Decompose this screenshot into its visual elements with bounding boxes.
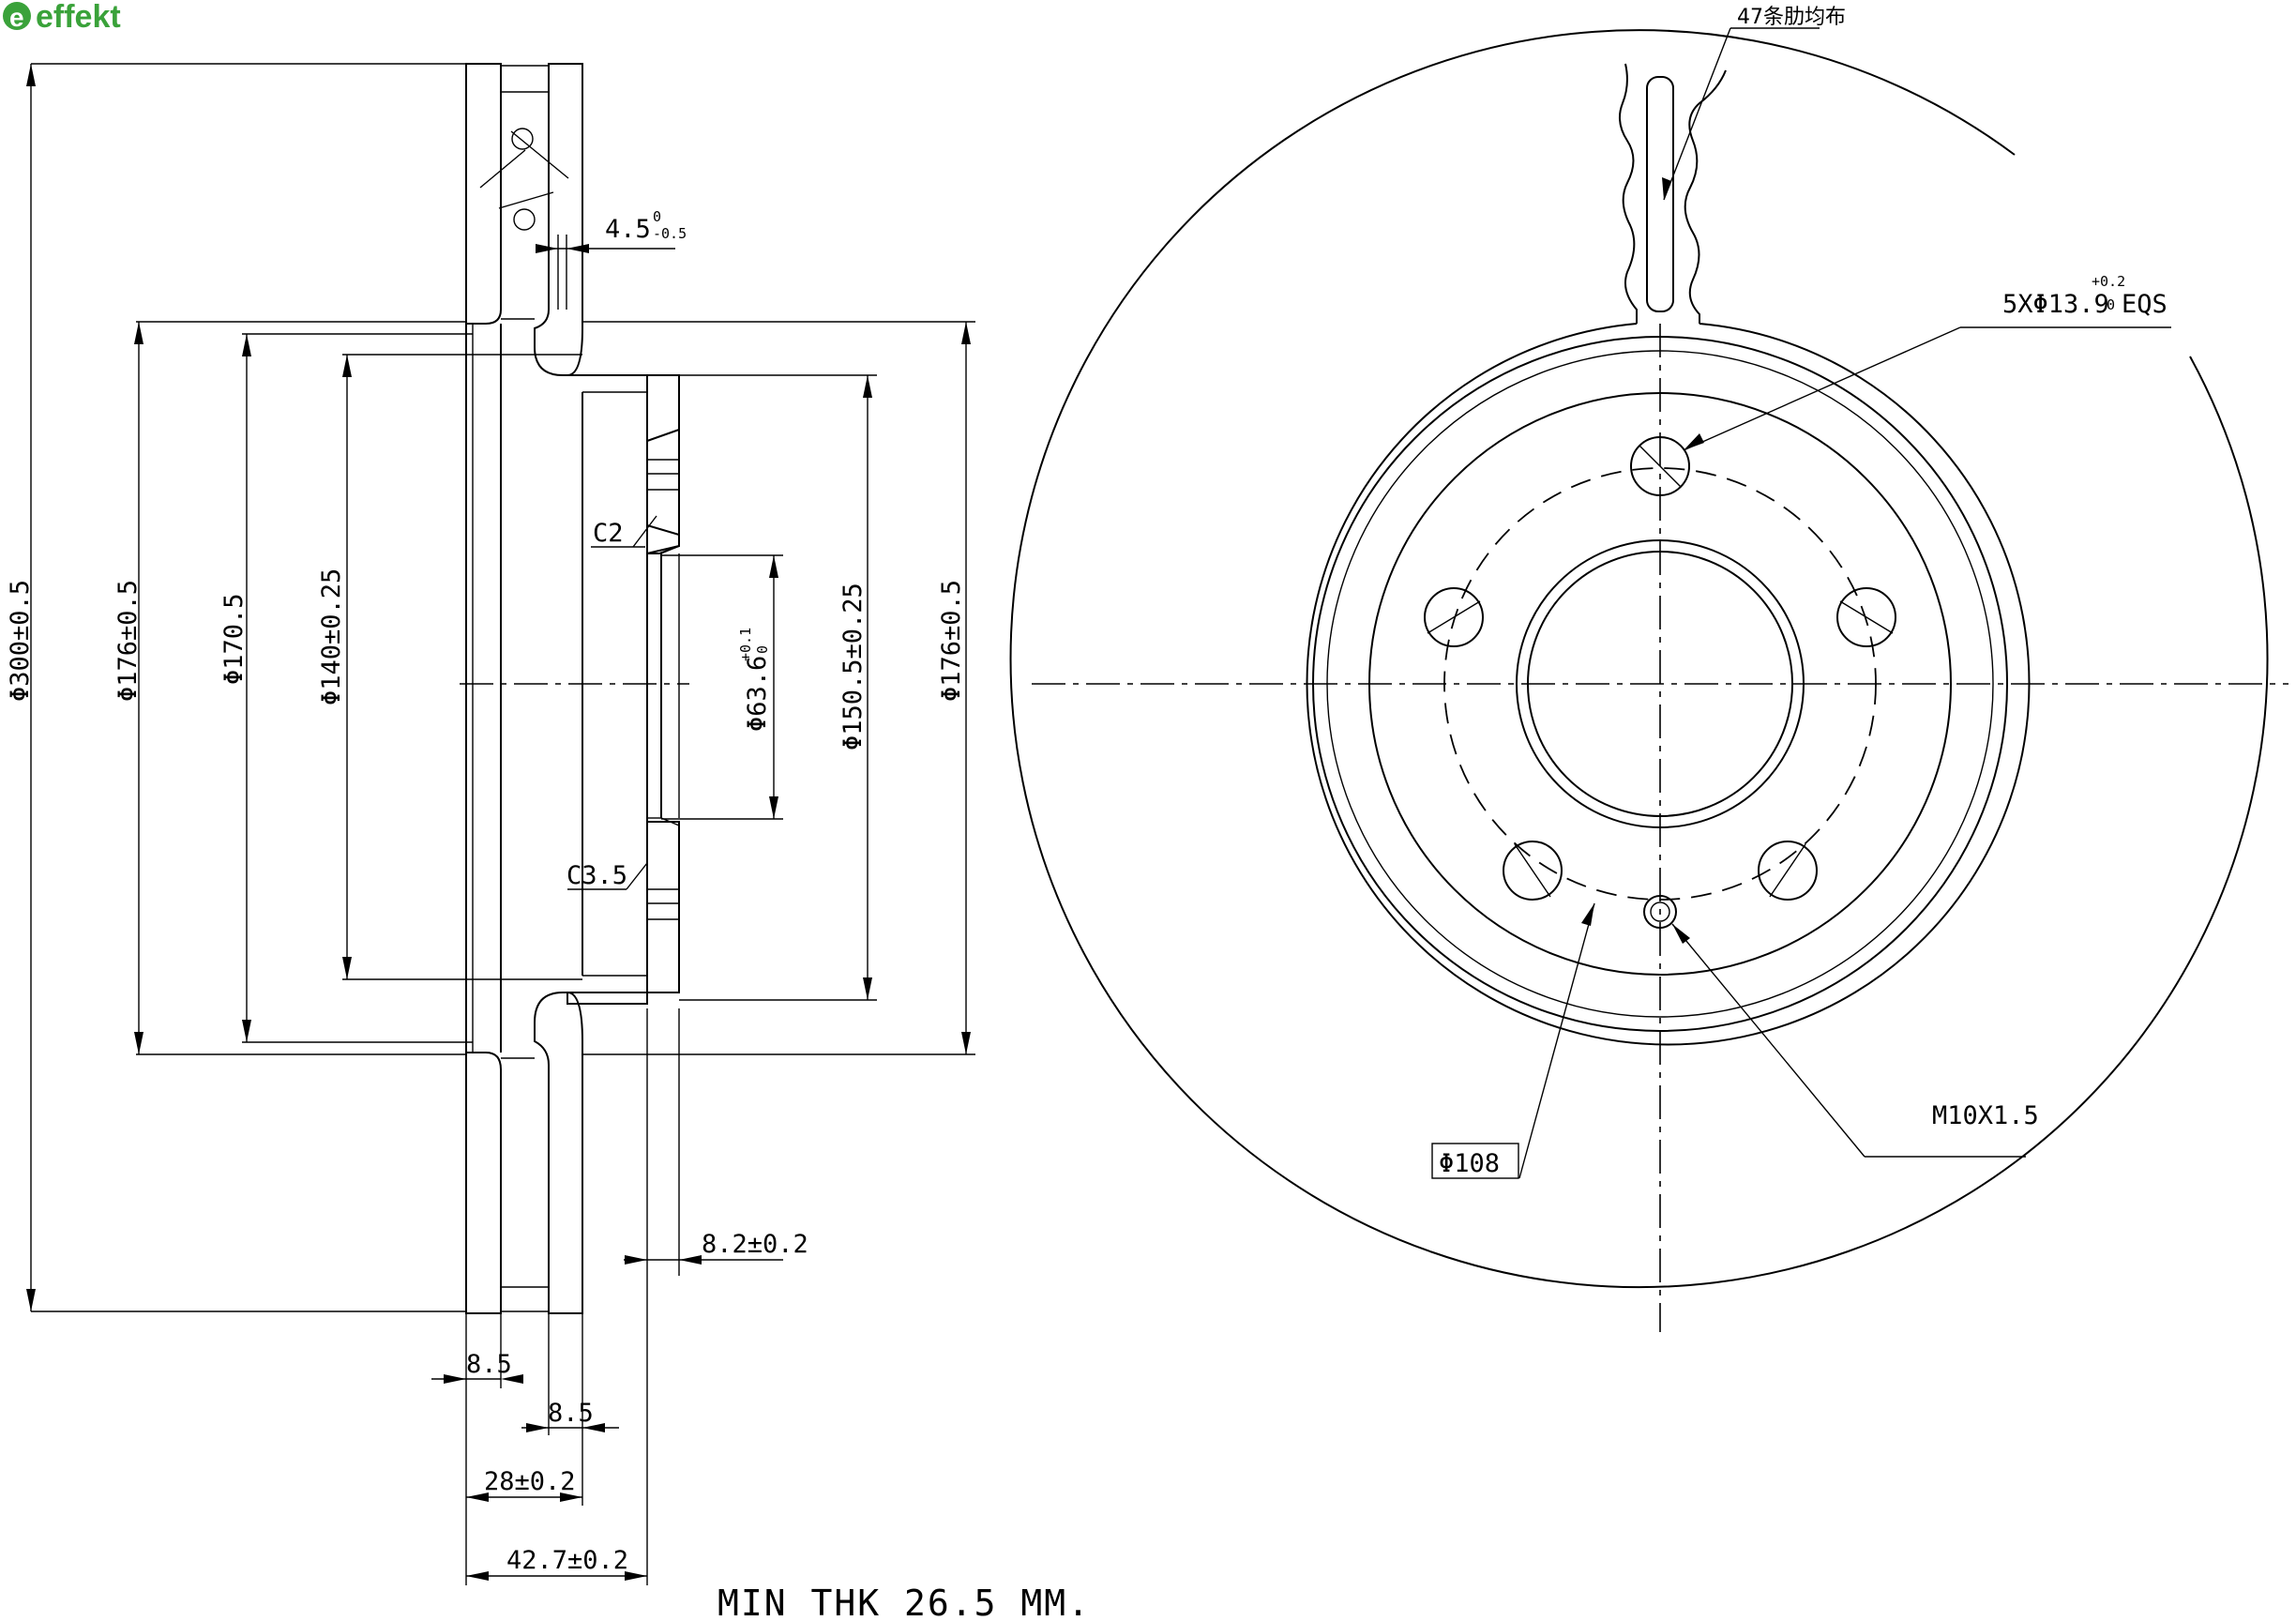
bolt-holes-label: 5XΦ13.9 bbox=[2002, 290, 2109, 319]
bolt-holes-suffix: EQS bbox=[2122, 290, 2168, 319]
bolt-hole-top bbox=[1630, 436, 1690, 496]
bolt-hole-lower-right bbox=[1758, 841, 1818, 901]
front-view: 47条肋均布 5XΦ13.9 +0.2 0 EQS Φ108 M10X1.5 bbox=[1009, 6, 2288, 1332]
side-section-view: Φ300±0.5 Φ176±0.5 Φ170.5 Φ140±0.25 Φ63.6… bbox=[6, 63, 1091, 1621]
threaded-hole bbox=[1643, 895, 1677, 929]
pcd-label: Φ108 bbox=[1439, 1149, 1500, 1178]
dim-vent-gap-tol-lower: -0.5 bbox=[653, 225, 687, 242]
chamfer-c35: C3.5 bbox=[566, 861, 627, 890]
bolt-holes bbox=[1424, 436, 1896, 929]
dim-outer-diameter: Φ300±0.5 bbox=[6, 580, 35, 702]
dim-vent-gap-tol-upper: 0 bbox=[653, 208, 661, 225]
logo-text: effekt bbox=[36, 0, 121, 35]
dim-bore-tol-upper: +0.1 bbox=[737, 628, 754, 661]
bolt-hole-lower-left bbox=[1503, 841, 1563, 901]
dim-140: Φ140±0.25 bbox=[317, 568, 346, 705]
min-thickness-note: MIN THK 26.5 MM. bbox=[718, 1583, 1091, 1621]
dim-hat-thickness: 8.2±0.2 bbox=[702, 1230, 808, 1259]
dim-170: Φ170.5 bbox=[219, 593, 249, 685]
dim-176-right: Φ176±0.5 bbox=[937, 580, 966, 702]
dim-plate-outer: 8.5 bbox=[548, 1399, 594, 1428]
dim-plate-inner: 8.5 bbox=[466, 1350, 512, 1379]
dim-150: Φ150.5±0.25 bbox=[838, 583, 868, 750]
dim-bore-tol-lower: 0 bbox=[754, 645, 771, 654]
brand-logo: e effekt bbox=[3, 0, 121, 35]
dim-total-height: 42.7±0.2 bbox=[506, 1546, 628, 1575]
dim-176-left: Φ176±0.5 bbox=[113, 580, 143, 702]
dim-disc-thickness: 28±0.2 bbox=[484, 1467, 576, 1496]
bolt-hole-upper-right bbox=[1836, 587, 1896, 647]
bolt-holes-tol-upper: +0.2 bbox=[2092, 273, 2125, 290]
dim-bore: Φ63.6 bbox=[743, 656, 772, 732]
dim-vent-gap: 4.5 bbox=[605, 215, 651, 244]
thread-label: M10X1.5 bbox=[1932, 1101, 2039, 1130]
svg-text:e: e bbox=[9, 3, 24, 32]
rib-count-note: 47条肋均布 bbox=[1737, 6, 1846, 29]
bolt-holes-tol-lower: 0 bbox=[2107, 296, 2115, 313]
chamfer-c2: C2 bbox=[593, 519, 624, 548]
bolt-hole-upper-left bbox=[1424, 587, 1484, 647]
